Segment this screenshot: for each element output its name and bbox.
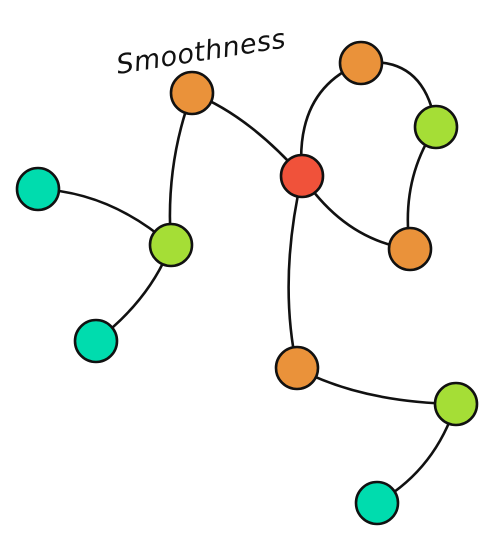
diagram-caption: Smoothness (114, 24, 288, 81)
node-bottom-right-lime (433, 381, 479, 427)
nodes-layer (15, 40, 479, 526)
node-top-right-orange (338, 40, 384, 86)
edge-bottom-orange-to-bottom-right-lime (295, 366, 458, 406)
edges-layer (36, 60, 458, 505)
node-top-left-orange (169, 70, 215, 116)
node-left-lime (148, 222, 194, 268)
edge-top-left-orange-to-left-lime (168, 91, 194, 247)
node-left-teal-top (15, 166, 61, 212)
node-right-lime (413, 104, 459, 150)
node-left-teal-bottom (73, 318, 119, 364)
node-center (279, 153, 325, 199)
node-right-orange (387, 226, 433, 272)
edge-center-to-bottom-orange (287, 174, 304, 370)
node-bottom-orange (274, 345, 320, 391)
node-bottom-teal (354, 480, 400, 526)
